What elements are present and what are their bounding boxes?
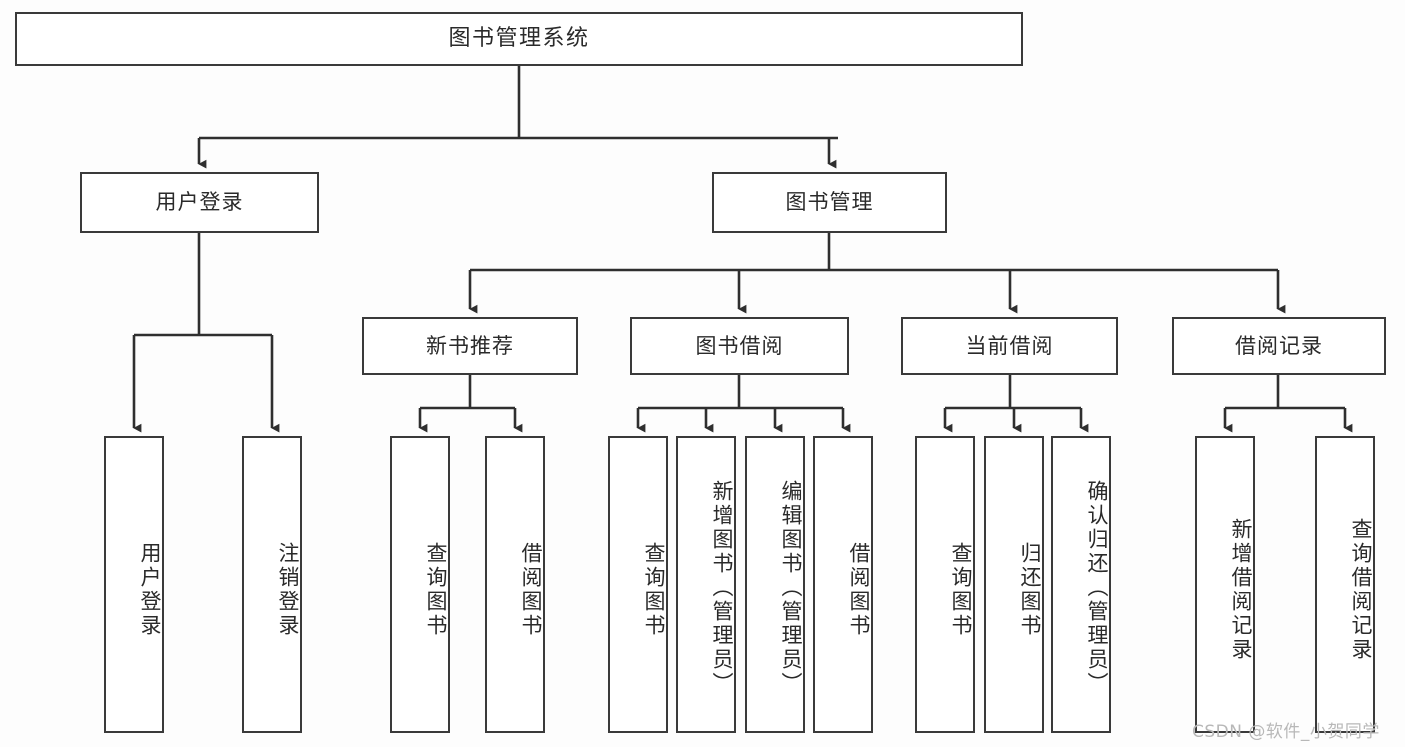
leaf-query-book-1[interactable]: 查询图书	[390, 436, 450, 733]
node-book-borrow[interactable]: 图书借阅	[630, 317, 849, 375]
node-label: 查询图书	[642, 541, 666, 638]
node-label: 确认归还（管理员）	[1085, 479, 1109, 696]
node-label: 图书管理	[785, 190, 874, 215]
node-new-book-rec[interactable]: 新书推荐	[362, 317, 578, 375]
node-label: 新增图书（管理员）	[710, 479, 734, 696]
node-borrow-record[interactable]: 借阅记录	[1172, 317, 1386, 375]
leaf-query-record[interactable]: 查询借阅记录	[1315, 436, 1375, 733]
leaf-user-login[interactable]: 用户登录	[104, 436, 164, 733]
node-label: 图书借阅	[695, 333, 784, 358]
node-label: 查询图书	[424, 541, 448, 638]
node-label: 注销登录	[276, 541, 300, 638]
node-current-borrow[interactable]: 当前借阅	[901, 317, 1118, 375]
leaf-add-record[interactable]: 新增借阅记录	[1195, 436, 1255, 733]
leaf-borrow-book-1[interactable]: 借阅图书	[485, 436, 545, 733]
leaf-add-book[interactable]: 新增图书（管理员）	[676, 436, 736, 733]
leaf-user-logout[interactable]: 注销登录	[242, 436, 302, 733]
node-label: 借阅图书	[847, 541, 871, 638]
node-label: 用户登录	[138, 541, 162, 638]
csdn-watermark: CSDN @软件_小贺同学	[1192, 722, 1380, 742]
node-label: 借阅记录	[1235, 333, 1323, 358]
leaf-query-book-2[interactable]: 查询图书	[608, 436, 668, 733]
leaf-borrow-book-2[interactable]: 借阅图书	[813, 436, 873, 733]
node-label: 新增借阅记录	[1229, 517, 1253, 662]
leaf-query-book-3[interactable]: 查询图书	[915, 436, 975, 733]
node-book-manage[interactable]: 图书管理	[712, 172, 947, 233]
node-root-system[interactable]: 图书管理系统	[15, 12, 1023, 66]
node-label: 用户登录	[155, 190, 244, 215]
node-label: 查询图书	[949, 541, 973, 638]
node-user-login[interactable]: 用户登录	[80, 172, 319, 233]
node-label: 当前借阅	[965, 333, 1054, 358]
node-label: 查询借阅记录	[1349, 517, 1373, 662]
node-label: 借阅图书	[519, 541, 543, 638]
leaf-return-book[interactable]: 归还图书	[984, 436, 1044, 733]
node-label: 新书推荐	[426, 333, 514, 358]
node-label: 图书管理系统	[448, 26, 590, 52]
node-label: 编辑图书（管理员）	[779, 479, 803, 696]
leaf-edit-book[interactable]: 编辑图书（管理员）	[745, 436, 805, 733]
leaf-confirm-return[interactable]: 确认归还（管理员）	[1051, 436, 1111, 733]
node-label: 归还图书	[1018, 541, 1042, 638]
